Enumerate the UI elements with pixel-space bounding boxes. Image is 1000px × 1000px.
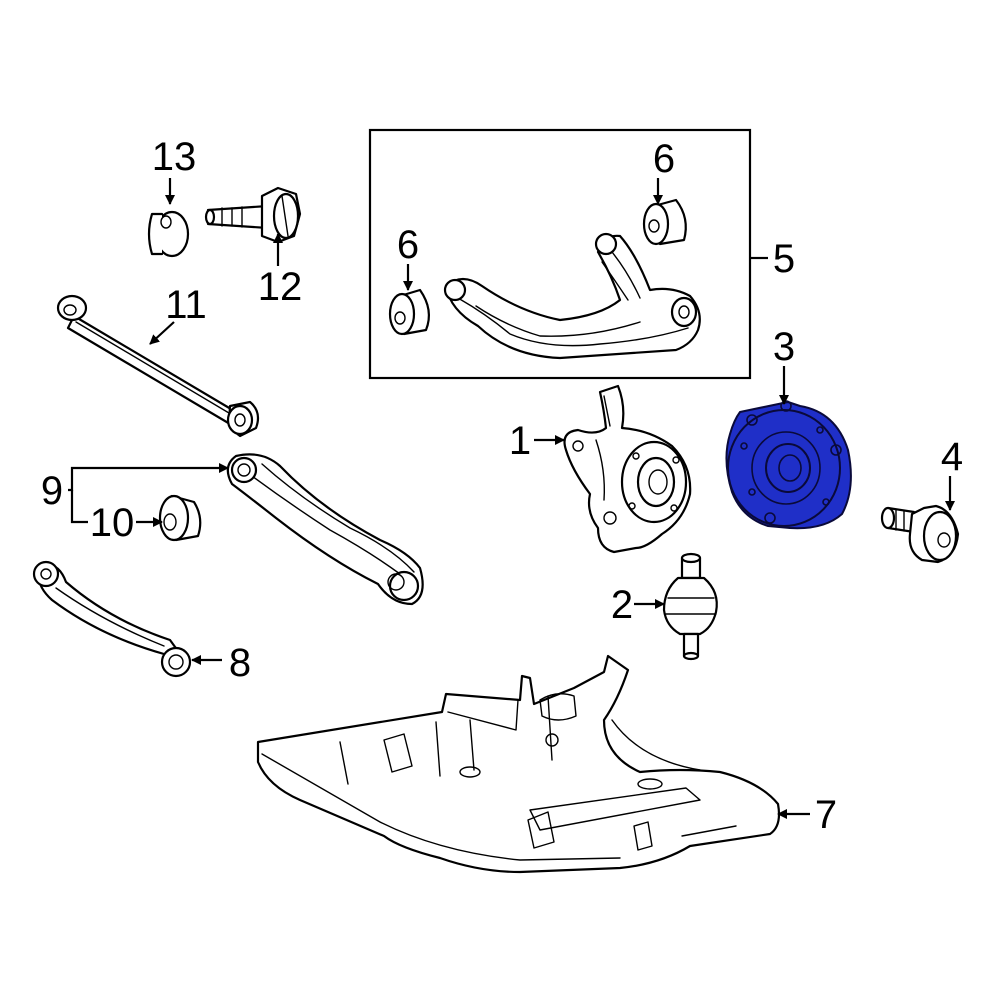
washer-part-13[interactable] xyxy=(147,210,190,258)
callout-2: 2 xyxy=(611,583,633,627)
callout-1: 1 xyxy=(509,419,531,463)
callout-5: 5 xyxy=(773,237,795,281)
ball-joint-part-2[interactable] xyxy=(662,552,718,661)
callout-3: 3 xyxy=(773,325,795,369)
bushing-part-6-right[interactable] xyxy=(642,198,687,246)
bushing-part-10[interactable] xyxy=(158,494,202,542)
hub-bolt-part-4[interactable] xyxy=(880,504,960,564)
knuckle-part-1[interactable] xyxy=(563,384,692,554)
bolt-part-12[interactable] xyxy=(204,186,302,244)
callout-8: 8 xyxy=(229,641,251,685)
callout-labels: 13 12 11 6 6 5 3 4 1 2 7 8 9 10 xyxy=(41,135,963,837)
bushing-part-6-left[interactable] xyxy=(388,288,431,336)
callout-13: 13 xyxy=(152,135,197,179)
callout-6-right: 6 xyxy=(653,137,675,181)
leader-lines xyxy=(68,178,955,819)
upper-control-arm-part-5[interactable] xyxy=(443,232,701,360)
splash-shield-part-7[interactable] xyxy=(256,654,781,874)
trailing-link-part-8[interactable] xyxy=(32,560,192,678)
callout-6-left: 6 xyxy=(397,223,419,267)
callout-12: 12 xyxy=(258,265,303,309)
wheel-hub-part-3[interactable] xyxy=(725,400,852,530)
callout-9: 9 xyxy=(41,469,63,513)
callout-7: 7 xyxy=(815,793,837,837)
callout-4: 4 xyxy=(941,435,963,479)
callout-10: 10 xyxy=(90,501,135,545)
callout-11: 11 xyxy=(165,283,207,327)
lateral-link-part-11[interactable] xyxy=(56,294,260,438)
control-arm-part-9[interactable] xyxy=(226,453,424,606)
upper-arm-kit-box xyxy=(368,128,752,380)
